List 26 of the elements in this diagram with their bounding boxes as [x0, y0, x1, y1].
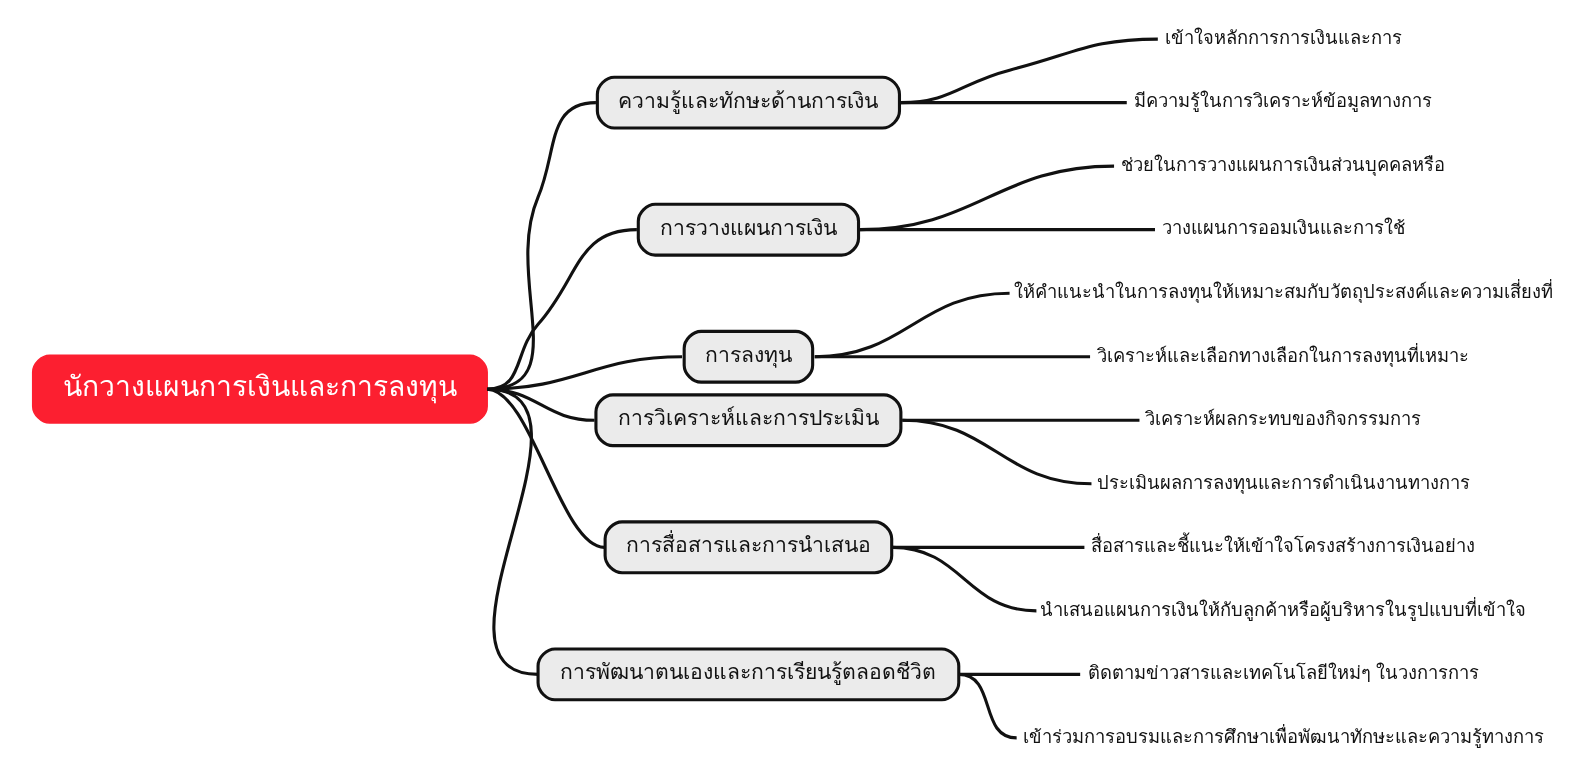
- node-text: ประเมินผลการลงทุนและการดำเนินงานทางการ: [1096, 471, 1470, 493]
- node-box: การพัฒนาตนเองและการเรียนรู้ตลอดชีวิต: [536, 647, 961, 702]
- connector: [900, 37, 1158, 105]
- connector: [487, 228, 637, 391]
- node-box: การลงทุน: [682, 329, 815, 384]
- node-text: ช่วยในการวางแผนการเงินส่วนบุคคลหรือ: [1121, 153, 1446, 175]
- node-box: การสื่อสารและการนำเสนอ: [603, 520, 894, 575]
- node-text: มีความรู้ในการวิเคราะห์ข้อมูลทางการ: [1134, 90, 1433, 112]
- node-text: นำเสนอแผนการเงินให้กับลูกค้าหรือผู้บริหารในรูปแบบที่เข้าใจ: [1040, 598, 1527, 620]
- connector: [902, 418, 1092, 486]
- node-box: การวิเคราะห์และการประเมิน: [594, 393, 903, 448]
- node-box: นักวางแผนการเงินและการลงทุน: [31, 354, 488, 424]
- node-text: เข้าใจหลักการการเงินและการ: [1164, 26, 1402, 48]
- connector: [892, 545, 1037, 613]
- connector: [900, 101, 1127, 105]
- connector: [859, 228, 1155, 232]
- node-box: ความรู้และทักษะด้านการเงิน: [595, 75, 902, 130]
- connector: [814, 355, 1091, 359]
- node-text: ติดตามข่าวสารและเทคโนโลยีใหม่ๆ ในวงการการ: [1087, 662, 1480, 684]
- node-text: วางแผนการออมเงินและการใช้: [1161, 217, 1405, 239]
- node-text: วิเคราะห์และเลือกทางเลือกในการลงทุนที่เหมาะ: [1097, 344, 1470, 366]
- node-text: เข้าร่วมการอบรมและการศึกษาเพื่อพัฒนาทักษะและความรู้ทางการ: [1022, 725, 1544, 747]
- connector: [486, 387, 539, 676]
- node-box: การวางแผนการเงิน: [636, 202, 861, 257]
- node-text: ให้คำแนะนำในการลงทุนให้เหมาะสมกับวัตถุประสงค์และความเสี่ยงที่: [1013, 281, 1553, 303]
- node-text: วิเคราะห์ผลกระทบของกิจกรรมการ: [1145, 408, 1422, 430]
